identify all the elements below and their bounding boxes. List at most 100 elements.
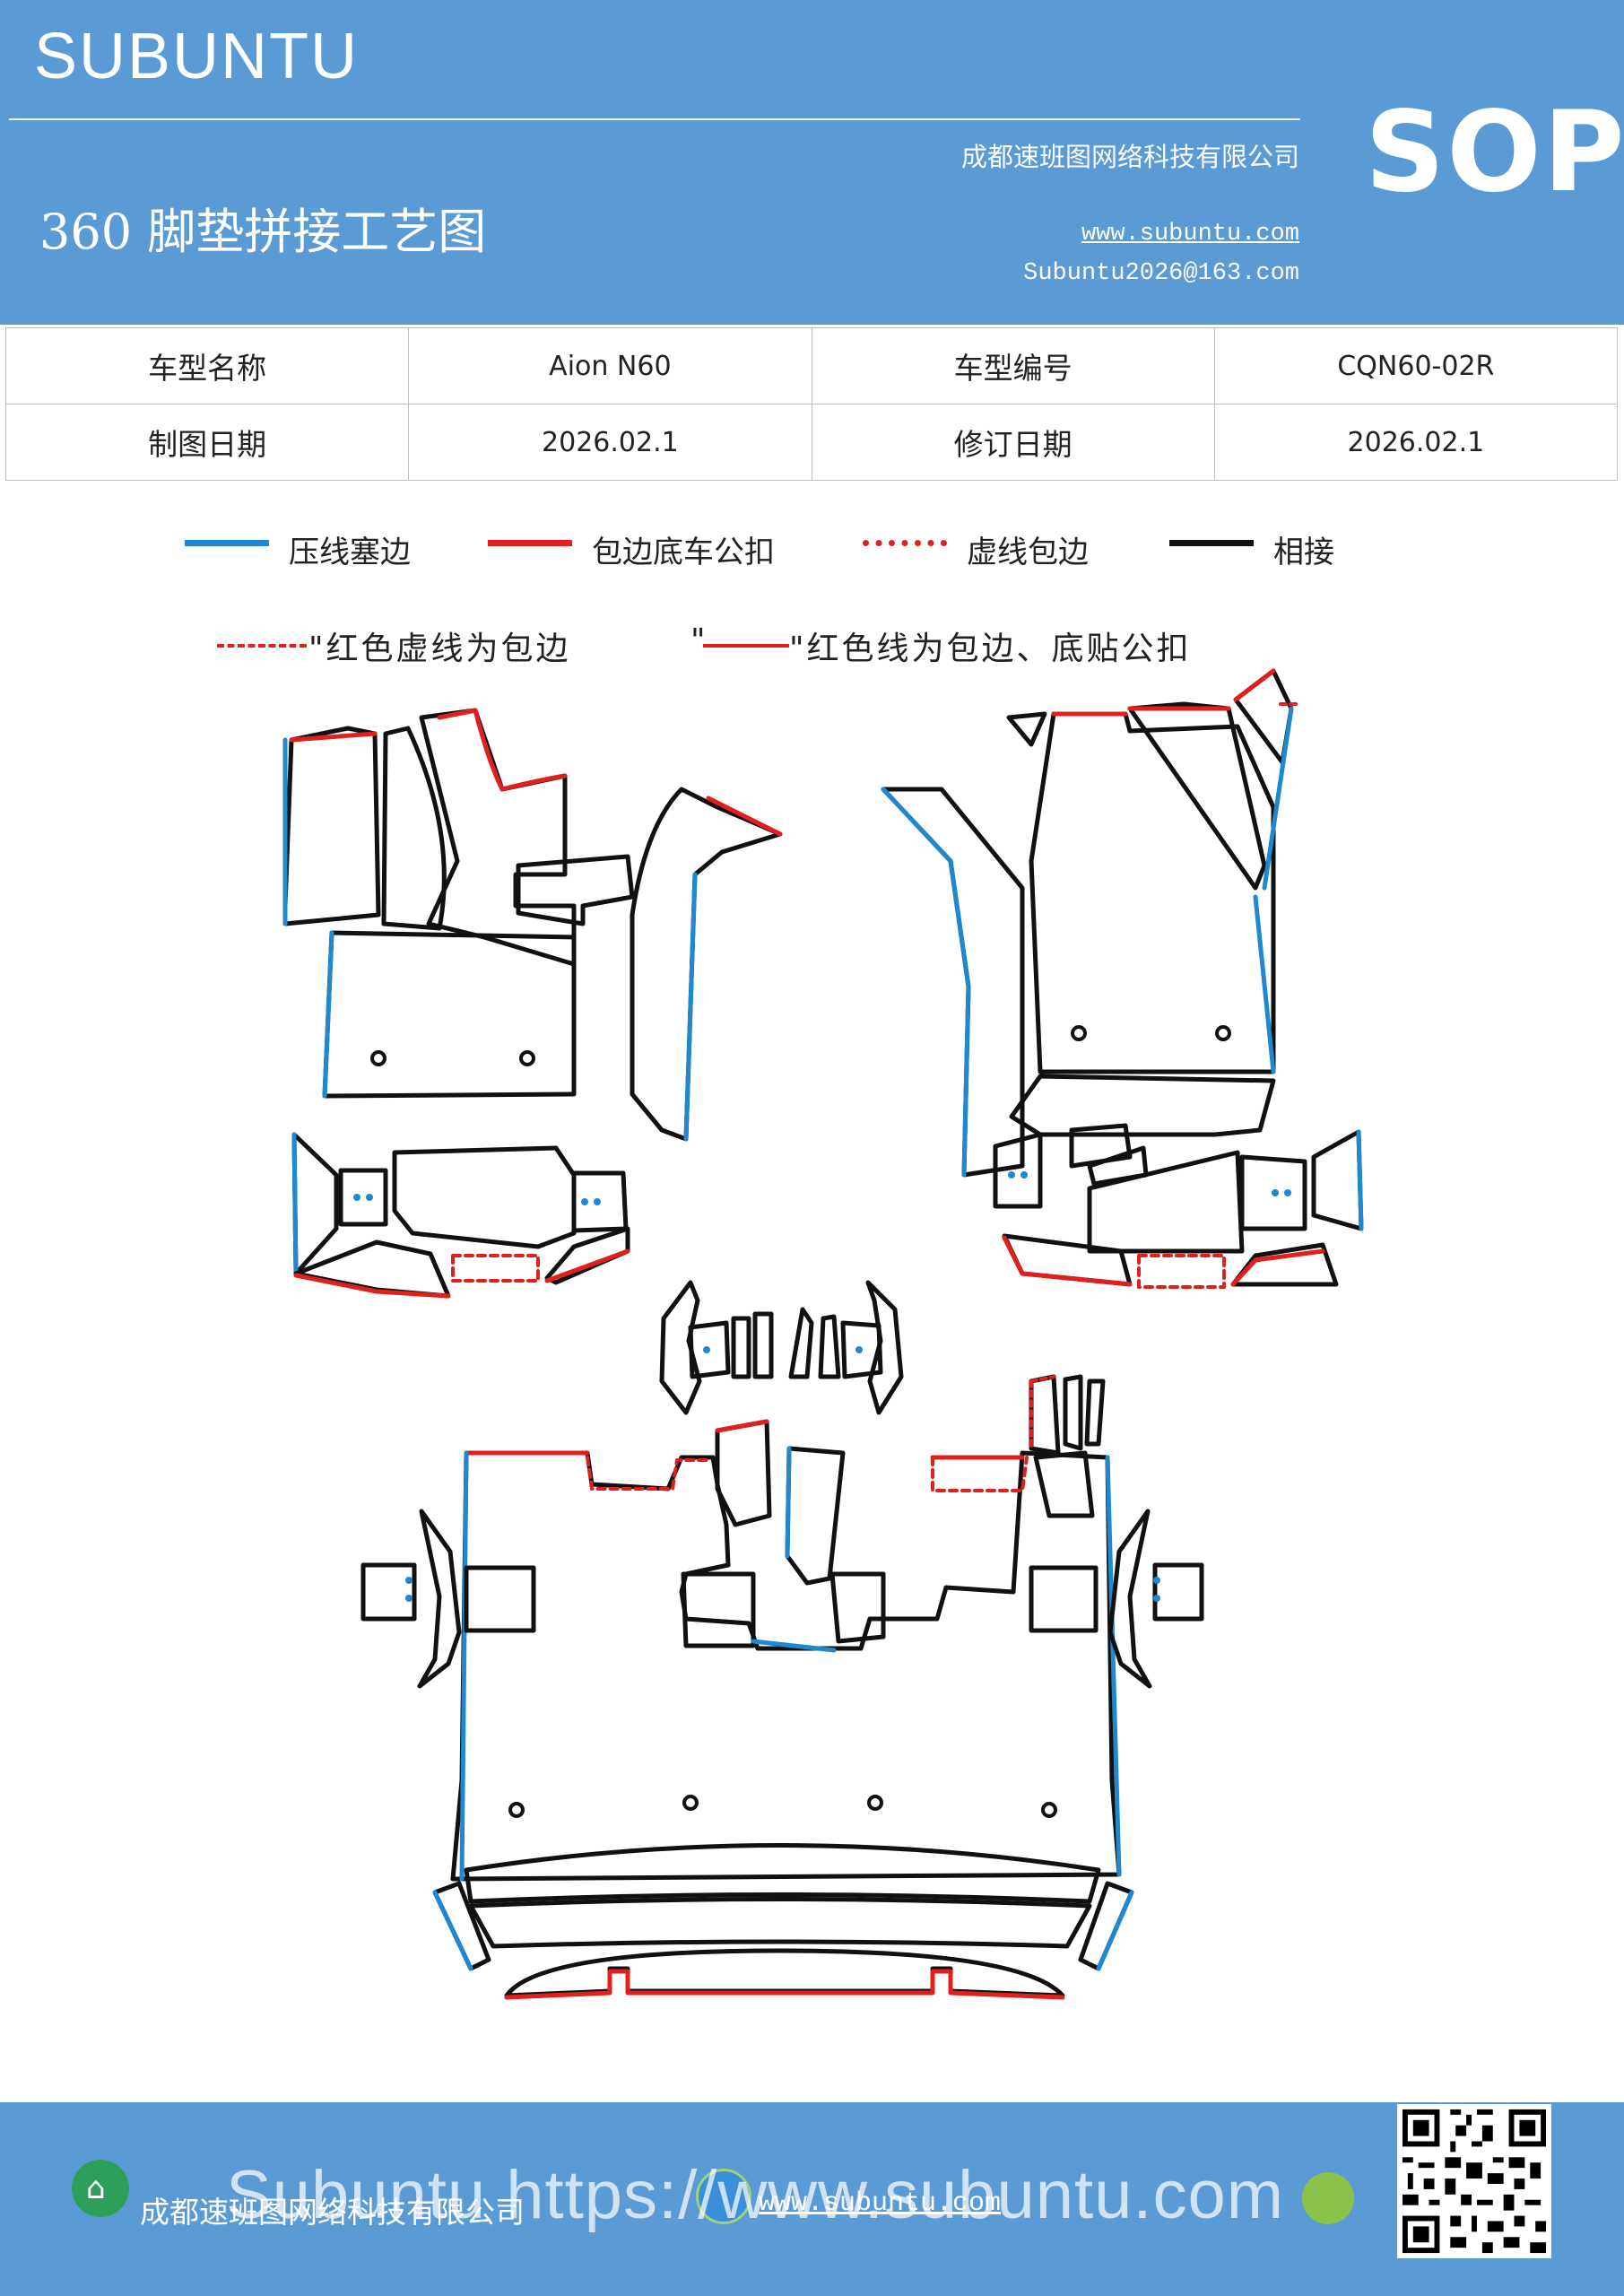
press-edge: [459, 1450, 469, 1882]
mat-piece: [1009, 1074, 1276, 1137]
table-cell-label: 制图日期: [4, 404, 410, 481]
note-line: "红色虚线为包边 " "红色线为包边、底贴公扣: [0, 619, 1624, 673]
mat-piece: [731, 1316, 751, 1379]
red-edge: [504, 1969, 1065, 2000]
mat-piece: [392, 1145, 577, 1249]
mat-piece: [1033, 1450, 1095, 1518]
mat-piece: [881, 787, 1025, 1178]
mat-piece: [659, 1280, 702, 1415]
mat-piece: [818, 1314, 841, 1379]
mat-piece: [464, 1565, 536, 1633]
vehicle-info-table: 车型名称 Aion N60 车型编号 CQN60-02R 制图日期 2026.0…: [4, 327, 1619, 481]
note-dashed-sample: [217, 644, 307, 648]
table-cell-label: 车型编号: [811, 327, 1215, 404]
mat-piece: [788, 1307, 814, 1379]
press-edge: [785, 1446, 792, 1559]
mat-piece: [504, 1948, 1065, 1998]
table-cell-label: 车型名称: [4, 327, 410, 404]
press-edge: [1096, 1890, 1134, 1971]
press-edge: [751, 1639, 837, 1653]
mat-piece: [338, 1168, 388, 1227]
legend-swatch-red: [488, 540, 572, 546]
mat-piece: [1152, 1562, 1204, 1622]
mat-piece: [1107, 1509, 1152, 1689]
center-small-pieces: [659, 1280, 904, 1415]
mat-piece: [993, 1132, 1043, 1209]
press-edge: [291, 1132, 299, 1276]
mat-piece: [715, 1419, 772, 1527]
snap-dot: [581, 1198, 588, 1205]
legend-label: 包边底车公扣: [592, 535, 775, 570]
mat-piece: [419, 708, 577, 967]
mat-piece: [282, 726, 381, 926]
dotted-edge: [931, 1456, 1029, 1492]
legend-label: 虚线包边: [967, 535, 1089, 570]
document-title: 360 脚垫拼接工艺图: [39, 204, 487, 260]
table-cell-value: Aion N60: [408, 327, 812, 404]
mounting-hole: [508, 1802, 525, 1818]
mat-piece: [322, 930, 577, 1099]
snap-dot: [1020, 1171, 1028, 1178]
website-link[interactable]: www.subuntu.com: [1081, 221, 1299, 248]
mat-piece: [381, 726, 447, 931]
mat-piece: [785, 1446, 846, 1586]
mounting-hole: [370, 1050, 386, 1066]
mat-piece: [1029, 1374, 1061, 1456]
press-edge: [1105, 1455, 1122, 1877]
mat-piece: [1063, 1374, 1083, 1451]
table-cell-value: CQN60-02R: [1213, 327, 1619, 404]
mat-piece: [752, 1311, 774, 1379]
snap-dot: [1153, 1595, 1160, 1602]
note-solid-text: "红色线为包边、底贴公扣: [789, 631, 1192, 667]
mat-piece: [360, 1562, 417, 1622]
mounting-hole: [682, 1795, 699, 1811]
mat-piece: [1239, 1154, 1307, 1231]
snap-dot: [703, 1346, 710, 1353]
header-divider: [9, 118, 1300, 120]
footer-website-link[interactable]: www.subuntu.com: [759, 2188, 1002, 2219]
legend-swatch-blue: [185, 540, 269, 546]
snap-dot: [405, 1595, 413, 1602]
legend-swatch-red-dotted: [863, 540, 947, 546]
globe-icon: [696, 2169, 751, 2224]
company-name: 成都速班图网络科技有限公司: [960, 142, 1299, 172]
front-right-mat: [881, 668, 1364, 1289]
table-cell-value: 2026.02.1: [408, 404, 812, 481]
legend-swatch-black: [1169, 540, 1254, 546]
press-edge: [1253, 894, 1276, 1074]
brand-logo-text: SUBUNTU: [34, 21, 360, 92]
mat-piece: [291, 1132, 339, 1276]
mat-piece: [1006, 711, 1047, 747]
press-edge: [1262, 706, 1294, 891]
qr-code-icon[interactable]: [1397, 2104, 1551, 2258]
mat-piece: [688, 1320, 731, 1379]
table-row: 制图日期 2026.02.1 修订日期 2026.02.1: [4, 404, 1619, 481]
note-dashed-text: "红色虚线为包边: [308, 631, 571, 667]
press-edge: [322, 930, 334, 1099]
company-logo-icon: ⌂: [72, 2160, 129, 2217]
press-edge: [683, 872, 698, 1142]
mat-piece: [1069, 1123, 1133, 1169]
snap-dot: [1284, 1189, 1291, 1196]
front-left-mat: [282, 708, 783, 1299]
mat-piece: [1233, 668, 1294, 765]
mounting-hole: [867, 1795, 883, 1811]
mat-piece: [840, 1320, 883, 1379]
dotted-edge: [451, 1254, 540, 1283]
snap-dot: [405, 1577, 413, 1584]
press-edge: [881, 787, 971, 1178]
sop-badge: SOP: [1365, 88, 1624, 217]
legend-label: 相接: [1273, 535, 1334, 570]
red-edge: [1230, 1248, 1325, 1287]
email-address: Subuntu2026@163.com: [1023, 260, 1299, 287]
legend-label: 压线塞边: [289, 535, 411, 570]
red-edge: [706, 796, 783, 837]
mat-piece: [468, 1897, 1092, 1949]
header-banner: SUBUNTU 360 脚垫拼接工艺图 成都速班图网络科技有限公司 www.su…: [0, 0, 1624, 325]
snap-dot: [353, 1194, 360, 1201]
red-edge: [715, 1419, 769, 1433]
footer-watermark: Subuntu https://www.subuntu.com: [226, 2157, 1285, 2233]
press-edge: [1356, 1129, 1364, 1231]
mat-piece: [464, 1843, 1101, 1904]
mat-piece: [1029, 711, 1276, 1074]
